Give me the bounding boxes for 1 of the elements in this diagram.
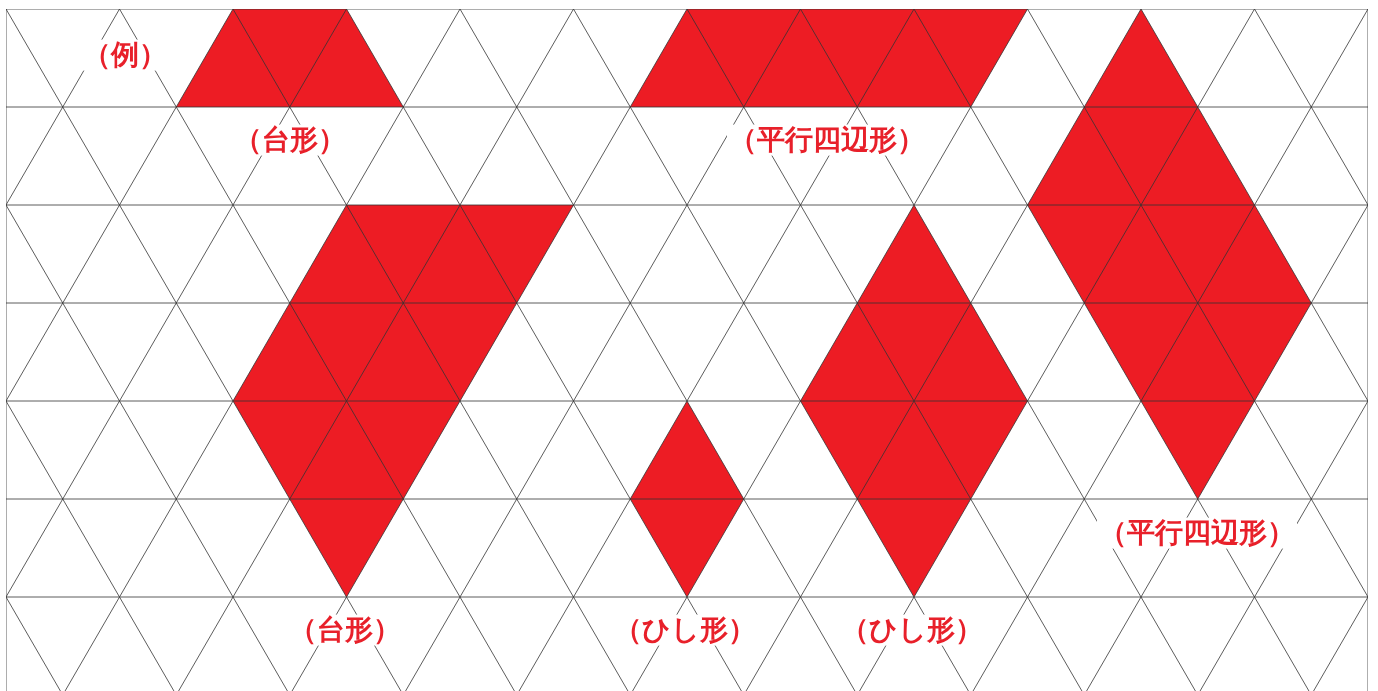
shape-label: （平行四辺形） bbox=[1097, 517, 1297, 549]
